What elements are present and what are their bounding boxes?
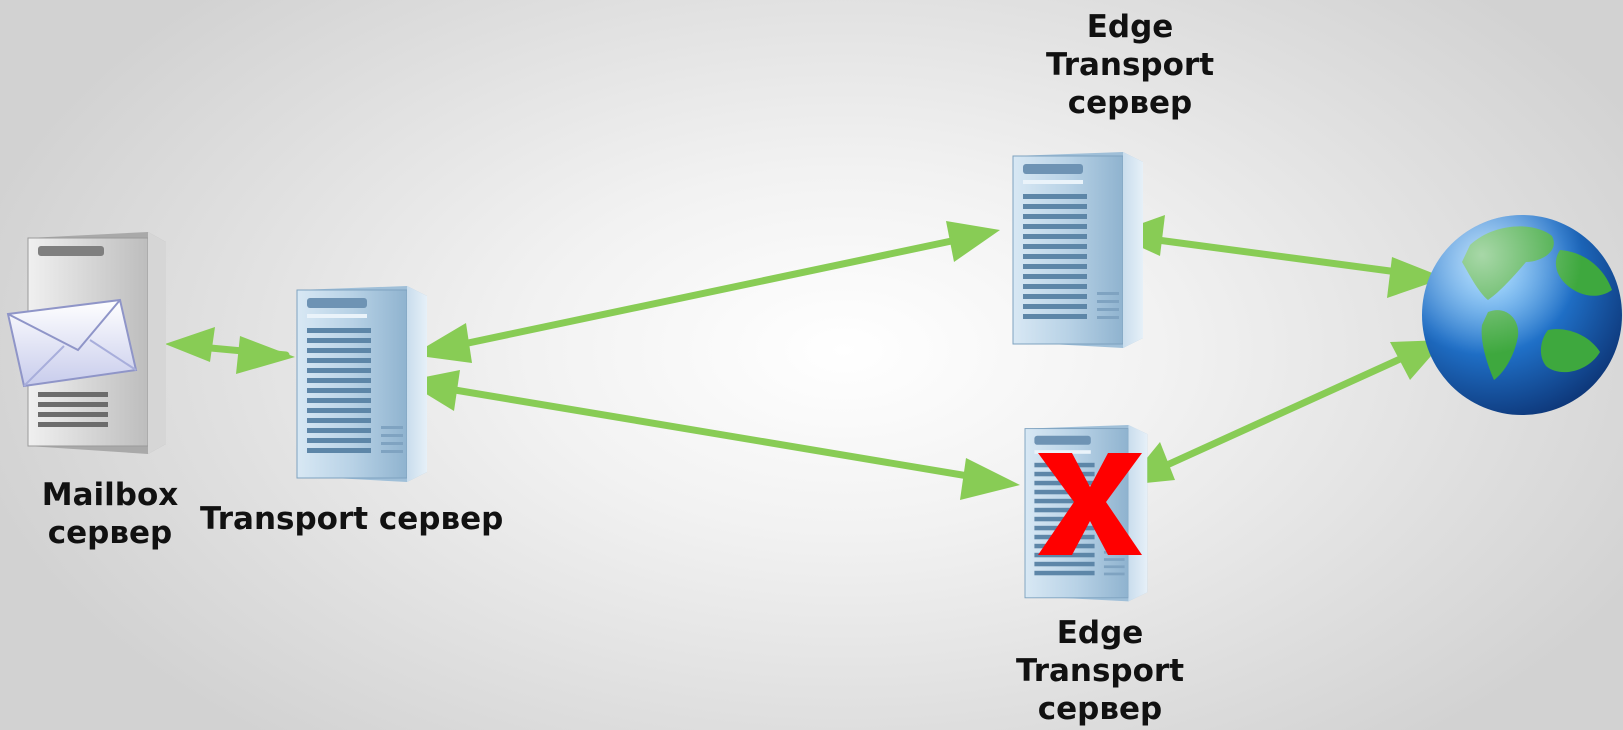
edge-top-label-line2: Transport xyxy=(1045,47,1215,83)
edge-top-server-icon xyxy=(1012,151,1144,349)
arrow-mailbox-transport xyxy=(165,327,295,374)
mailbox-server-label: Mailbox сервер xyxy=(20,476,200,552)
edge-bottom-label-line3: сервер xyxy=(1037,691,1163,727)
edge-bottom-label-line1: Edge xyxy=(1056,615,1144,651)
envelope-icon xyxy=(6,298,138,388)
mailbox-label-line2: сервер xyxy=(47,515,173,551)
arrow-transport-edge-bottom xyxy=(405,370,1020,500)
transport-server-label: Transport сервер xyxy=(200,501,504,537)
edge-top-label-line1: Edge xyxy=(1086,9,1174,45)
edge-top-label-line3: сервер xyxy=(1067,85,1193,121)
arrow-edge-top-internet xyxy=(1112,215,1445,298)
edge-bottom-server-label: Edge Transport сервер xyxy=(990,614,1210,728)
arrow-transport-edge-top xyxy=(412,221,1000,363)
globe-icon xyxy=(1422,215,1622,415)
arrow-edge-bottom-internet xyxy=(1125,340,1445,485)
mailbox-label-line1: Mailbox xyxy=(41,477,179,513)
mailbox-server-icon xyxy=(6,232,166,454)
failure-x-mark xyxy=(1038,453,1142,555)
edge-bottom-label-line2: Transport xyxy=(1015,653,1185,689)
edge-top-server-label: Edge Transport сервер xyxy=(1020,8,1240,122)
transport-server-icon xyxy=(296,285,428,483)
